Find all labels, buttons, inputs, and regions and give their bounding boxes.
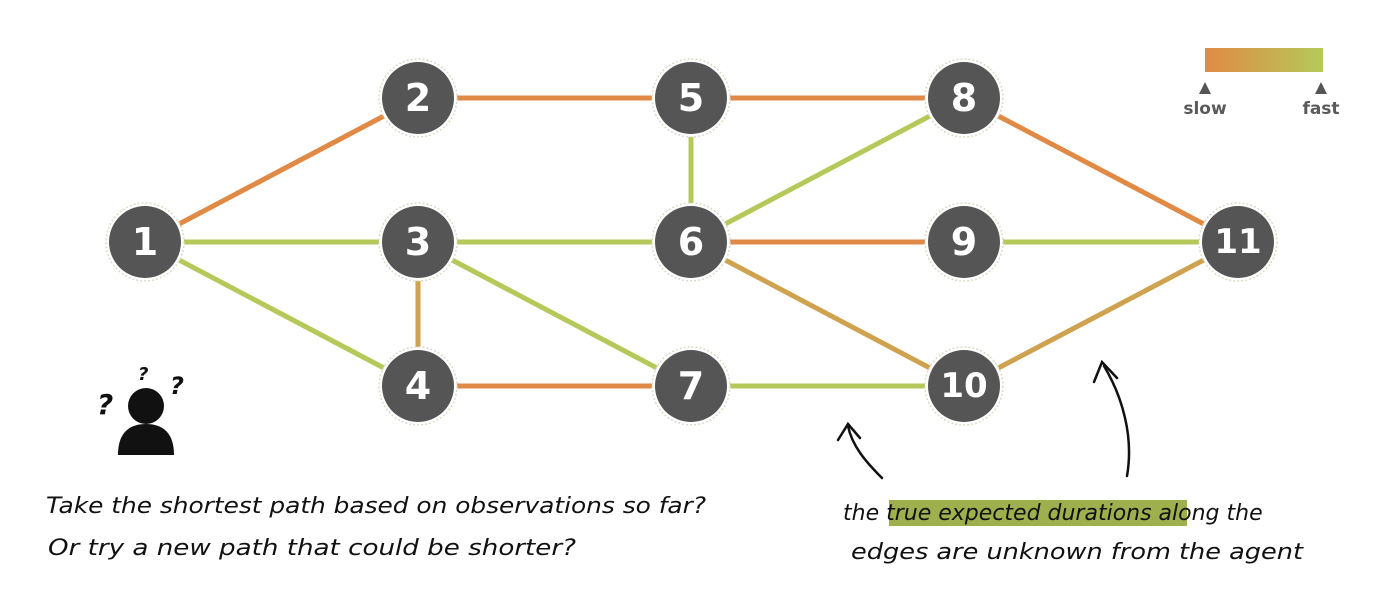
node-6: 6	[651, 202, 731, 282]
node-label: 3	[405, 220, 431, 264]
node-4: 4	[378, 346, 458, 426]
node-label: 1	[132, 220, 158, 264]
node-circle	[928, 206, 1000, 278]
explain-line-1: the true expected durations along the	[843, 501, 1263, 526]
node-circle	[1202, 206, 1274, 278]
node-7: 7	[651, 346, 731, 426]
person-head	[128, 388, 164, 424]
node-label: 8	[951, 76, 977, 120]
node-circle	[382, 206, 454, 278]
node-8: 8	[924, 58, 1004, 138]
edge-6-8	[689, 95, 966, 245]
arrow-to-edge-7-10	[836, 421, 884, 480]
node-label: 9	[951, 220, 977, 264]
question-mark-right: ?	[170, 372, 184, 400]
question-line-2: Or try a new path that could be shorter?	[48, 536, 576, 561]
node-9: 9	[924, 202, 1004, 282]
fast-marker-icon	[1315, 82, 1327, 94]
node-10: 10	[924, 346, 1004, 426]
nodes-layer: 1 2 3 4 5 6 7 8 9 10 11	[105, 58, 1278, 426]
node-2: 2	[378, 58, 458, 138]
question-line-1: Take the shortest path based on observat…	[46, 494, 706, 519]
question-mark-left: ?	[97, 388, 113, 421]
node-5: 5	[651, 58, 731, 138]
node-label: 4	[405, 364, 431, 408]
explain-highlight: true expected durations	[886, 501, 1151, 526]
node-label: 2	[405, 76, 431, 120]
node-circle	[928, 350, 1000, 422]
arrow-to-edge-10-11	[1092, 359, 1131, 478]
edge-1-4	[143, 239, 420, 389]
highlight-mark	[889, 500, 1187, 526]
node-3: 3	[378, 202, 458, 282]
edge-10-11	[962, 239, 1240, 389]
question-mark-top: ?	[138, 364, 148, 385]
node-label: 10	[940, 366, 987, 406]
node-circle	[928, 62, 1000, 134]
edge-1-2	[143, 95, 420, 245]
node-label: 6	[678, 220, 704, 264]
edge-3-7	[416, 239, 693, 389]
slow-marker-icon	[1199, 82, 1211, 94]
explain-line-2: edges are unknown from the agent	[851, 540, 1305, 565]
node-label: 11	[1214, 222, 1261, 262]
node-label: 7	[678, 364, 704, 408]
edge-6-10	[689, 239, 966, 389]
node-circle	[382, 350, 454, 422]
node-circle	[655, 206, 727, 278]
edges-layer	[143, 95, 1240, 389]
speed-legend: slow fast	[1183, 48, 1340, 119]
legend-fast-label: fast	[1302, 99, 1339, 119]
legend-slow-label: slow	[1183, 99, 1227, 119]
node-circle	[655, 62, 727, 134]
explain-suffix: along the	[1152, 501, 1263, 526]
node-circle	[382, 62, 454, 134]
edge-8-11	[962, 95, 1240, 245]
speed-gradient-bar	[1205, 48, 1323, 72]
node-11: 11	[1198, 202, 1278, 282]
node-1: 1	[105, 202, 185, 282]
confused-person-icon: ? ? ?	[97, 364, 184, 455]
node-circle	[655, 350, 727, 422]
node-circle	[109, 206, 181, 278]
person-body	[118, 424, 174, 455]
node-label: 5	[678, 76, 704, 120]
explain-prefix: the	[843, 501, 886, 526]
